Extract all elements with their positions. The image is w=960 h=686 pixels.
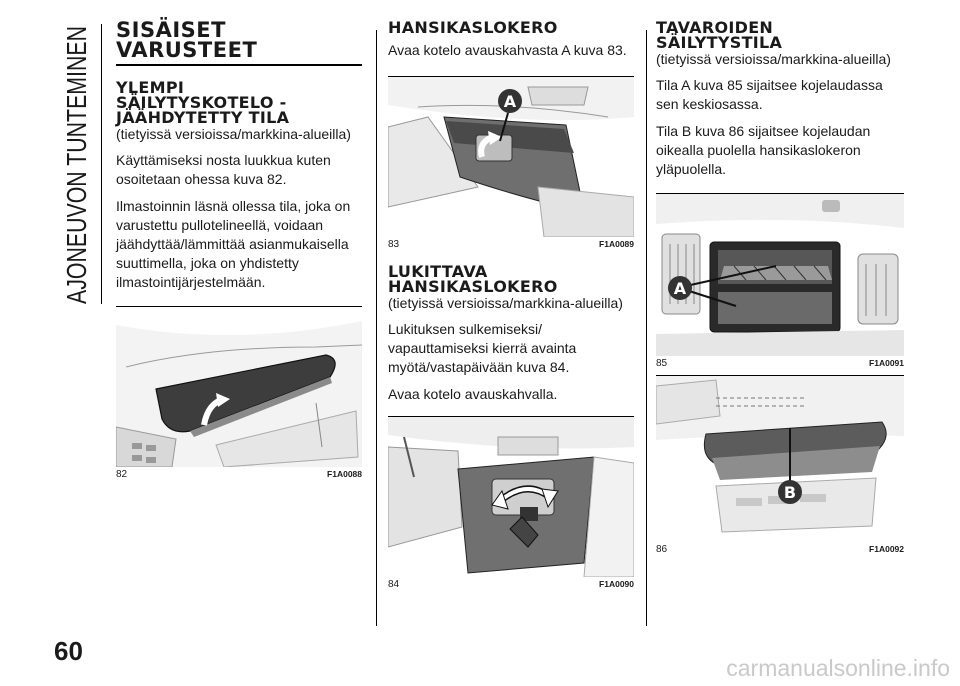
side-rule: [101, 24, 102, 304]
figure-86-illustration: B: [656, 376, 904, 542]
callout-label-a: A: [674, 279, 687, 298]
figure-82: 82 F1A0088: [116, 306, 362, 480]
figure-caption: 86 F1A0092: [656, 542, 904, 555]
figure-83-illustration: A: [388, 77, 634, 237]
figure-82-illustration: [116, 307, 362, 467]
section-side-title: AJONEUVON TUNTEMINEN: [42, 24, 102, 304]
figure-84: 84 F1A0090: [388, 416, 634, 590]
figure-code: F1A0091: [869, 358, 904, 368]
paragraph: Käyttämiseksi nosta luukkua kuten osoite…: [116, 152, 331, 187]
paragraph: Tila B kuva 86 sijaitsee kojelaudan oike…: [656, 123, 871, 177]
figure-83: A 83 F1A0089: [388, 76, 634, 250]
figure-caption: 82 F1A0088: [116, 467, 362, 480]
column-divider: [376, 30, 377, 626]
paragraph: Avaa kotelo avauskahvalla.: [388, 386, 558, 402]
figure-number: 84: [388, 579, 400, 590]
figure-code: F1A0090: [599, 579, 634, 589]
availability-note: (tietyissä versioissa/markkina-alueilla): [656, 51, 891, 67]
figure-caption: 85 F1A0091: [656, 356, 904, 369]
figure-85-illustration: A: [656, 194, 904, 356]
figure-caption: 84 F1A0090: [388, 577, 634, 590]
paragraph: Lukituksen sulkemiseksi/ vapauttamiseksi…: [388, 321, 577, 375]
figure-code: F1A0092: [869, 544, 904, 554]
figure-85: A 85 F1A0091: [656, 193, 904, 369]
paragraph: Tila A kuva 85 sijaitsee kojelaudassa se…: [656, 77, 883, 112]
column-2: HANSIKASLOKERO Avaa kotelo avauskahvasta…: [388, 20, 634, 590]
figure-number: 82: [116, 469, 128, 480]
figure-number: 86: [656, 544, 668, 555]
watermark-text: carmanualsonline.info: [726, 655, 950, 681]
callout-label-a: A: [504, 92, 517, 111]
figure-number: 83: [388, 239, 400, 250]
figure-code: F1A0088: [327, 469, 362, 479]
page-number: 60: [54, 636, 83, 666]
availability-note: (tietyissä versioissa/markkina-alueilla): [388, 295, 623, 311]
paragraph: Ilmastoinnin läsnä ollessa tila, joka on…: [116, 198, 351, 290]
heading-glovebox: HANSIKASLOKERO: [388, 18, 558, 37]
availability-note: (tietyissä versioissa/markkina-alueilla): [116, 126, 351, 142]
figure-code: F1A0089: [599, 239, 634, 249]
callout-label-b: B: [784, 483, 796, 502]
paragraph: Avaa kotelo avauskahvasta A kuva 83.: [388, 42, 627, 58]
title-rule: [116, 64, 362, 66]
column-divider: [646, 30, 647, 626]
figure-86: B 86 F1A0092: [656, 375, 904, 555]
figure-caption: 83 F1A0089: [388, 237, 634, 250]
figure-number: 85: [656, 358, 668, 369]
figure-84-illustration: [388, 417, 634, 577]
side-title-text: AJONEUVON TUNTEMINEN: [61, 26, 92, 304]
